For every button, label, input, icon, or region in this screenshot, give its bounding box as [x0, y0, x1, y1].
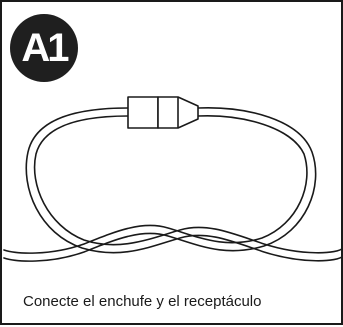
step-badge: A1	[10, 14, 78, 82]
instruction-caption: Conecte el enchufe y el receptáculo	[23, 293, 262, 310]
receptacle-body	[127, 96, 159, 129]
power-cord	[3, 107, 343, 262]
step-badge-label: A1	[21, 26, 69, 70]
plug-receptacle-connector	[127, 96, 199, 129]
